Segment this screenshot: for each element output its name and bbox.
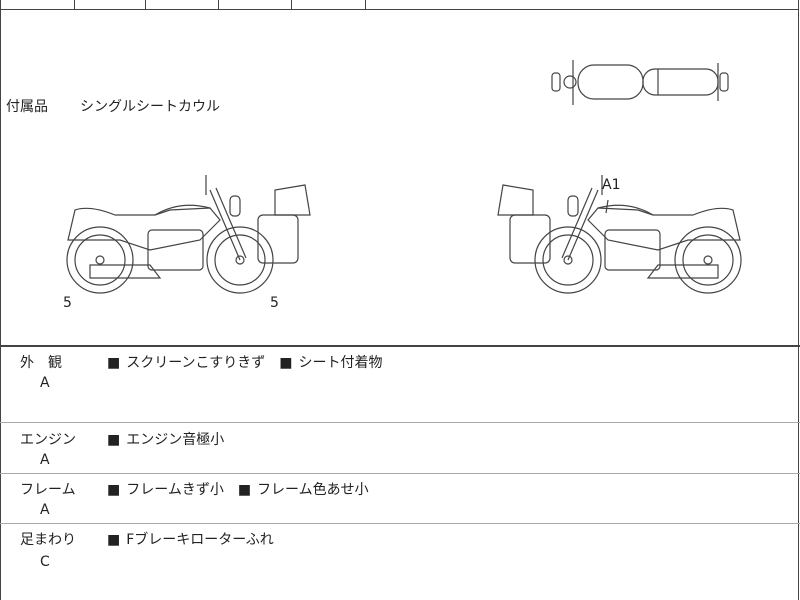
notes-row: ■ フレームきず小 ■ フレーム色あせ小 — [107, 479, 369, 499]
border-right — [798, 9, 799, 600]
note: Fブレーキローターふれ — [126, 532, 274, 548]
notes-row: ■ スクリーンこすりきず ■ シート付着物 — [107, 352, 383, 372]
top-cell — [366, 0, 799, 10]
section-grade: C — [40, 554, 50, 570]
motorcycle-right-side-diagram — [497, 175, 742, 294]
bullet-icon: ■ — [279, 355, 293, 371]
top-cell — [292, 0, 366, 10]
mark-left-rear: 5 — [270, 295, 279, 311]
note: フレームきず小 — [126, 482, 224, 498]
note: スクリーンこすりきず — [126, 355, 266, 371]
top-cell — [0, 0, 75, 10]
note: エンジン音極小 — [126, 432, 225, 448]
motorcycle-left-side-diagram — [66, 175, 311, 294]
section-grade: A — [40, 502, 50, 518]
accessories-value: シングルシートカウル — [80, 99, 220, 115]
section-label: フレーム — [20, 482, 76, 498]
notes-row: ■ エンジン音極小 — [107, 429, 224, 449]
bullet-icon: ■ — [107, 482, 121, 498]
bullet-icon: ■ — [107, 532, 121, 548]
note: フレーム色あせ小 — [257, 482, 369, 498]
top-cell — [219, 0, 292, 10]
section-grade: A — [40, 375, 50, 391]
accessories-label: 付属品 — [6, 99, 48, 115]
motorcycle-top-view-diagram — [551, 60, 729, 105]
bullet-icon: ■ — [107, 432, 121, 448]
bullet-icon: ■ — [107, 355, 121, 371]
mark-left-front: 5 — [63, 295, 72, 311]
note: シート付着物 — [298, 355, 383, 371]
notes-row: ■ Fブレーキローターふれ — [107, 529, 274, 549]
divider — [0, 345, 800, 347]
section-label: 外 観 — [20, 355, 62, 371]
border-left — [0, 9, 1, 600]
section-label: 足まわり — [20, 532, 76, 548]
bullet-icon: ■ — [237, 482, 252, 498]
divider — [0, 523, 800, 524]
section-label: エンジン — [20, 432, 76, 448]
divider — [0, 473, 800, 474]
section-grade: A — [40, 452, 50, 468]
top-cell — [146, 0, 219, 10]
top-cell — [74, 0, 146, 10]
mark-right-tank: A1 — [602, 177, 621, 193]
divider — [0, 422, 800, 423]
